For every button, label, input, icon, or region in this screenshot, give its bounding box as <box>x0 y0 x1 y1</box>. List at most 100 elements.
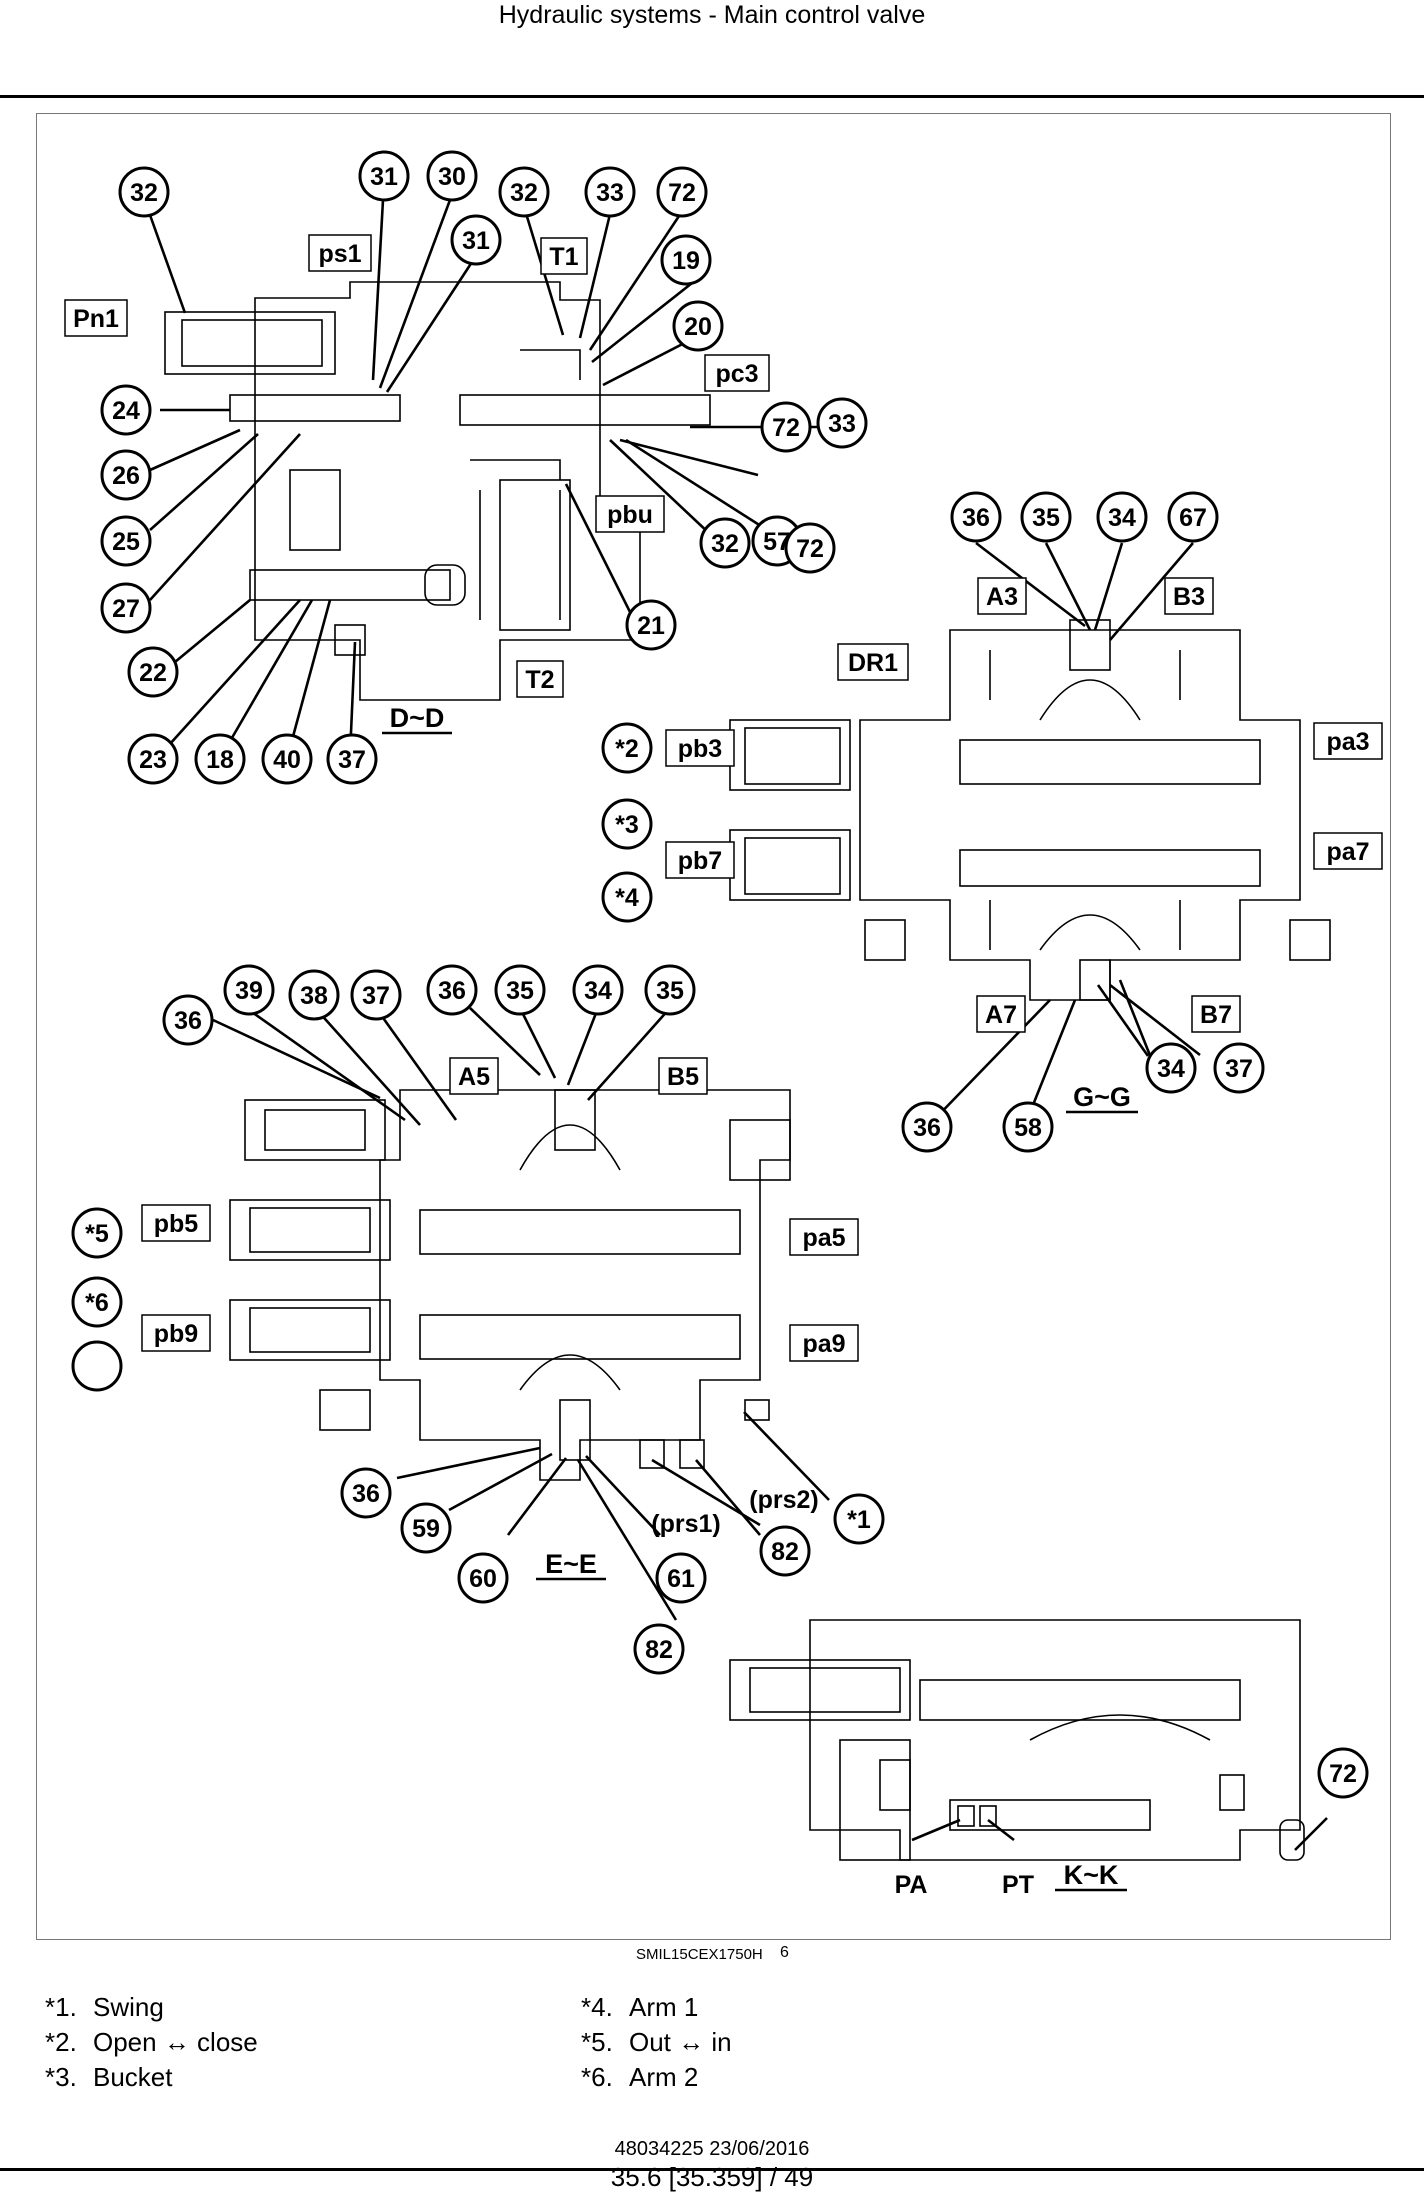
figure-frame <box>36 113 1391 1940</box>
callout-bubble: 36 <box>340 1467 392 1519</box>
callout-bubble: 30 <box>426 150 478 202</box>
legend-text: Out ↔ in <box>629 2027 732 2057</box>
legend-text: Open ↔ close <box>93 2027 258 2057</box>
callout-number: 72 <box>772 414 800 442</box>
callout-bubble: 34 <box>1145 1042 1197 1094</box>
callout-number: 32 <box>130 179 158 207</box>
callout-number: 19 <box>672 247 700 275</box>
legend-text: Arm 1 <box>629 1992 699 2022</box>
callout-number: 37 <box>362 982 390 1010</box>
port-t2: T2 <box>525 666 554 694</box>
callout-number: 30 <box>438 163 466 191</box>
callout-number: 37 <box>1225 1055 1253 1083</box>
port-pa: PA <box>895 1871 928 1899</box>
callout-bubble: 39 <box>223 964 275 1016</box>
callout-number: 20 <box>684 313 712 341</box>
callout-number: 36 <box>962 504 990 532</box>
callout-bubble: 35 <box>494 964 546 1016</box>
callout-number: 40 <box>273 746 301 774</box>
legend-item: *2. Open ↔ close <box>45 2025 258 2060</box>
callout-number: 35 <box>1032 504 1060 532</box>
callout-number: *2 <box>615 735 639 763</box>
callout-number: 31 <box>462 227 490 255</box>
callout-bubble: 37 <box>326 733 378 785</box>
callout-bubble: 31 <box>358 150 410 202</box>
callout-number: 31 <box>370 163 398 191</box>
section-label-layer: D~D G~G E~E K~K <box>382 703 1138 1892</box>
legend-item: *1. Swing <box>45 1990 258 2025</box>
callout-bubble: 32 <box>118 166 170 218</box>
port-b5: B5 <box>667 1063 699 1091</box>
callout-bubble: 23 <box>127 733 179 785</box>
callout-bubble: 19 <box>660 234 712 286</box>
footer-rule <box>0 2168 1424 2171</box>
legend-item: *4.Arm 1 <box>581 1990 732 2025</box>
port-prs1: (prs1) <box>651 1510 720 1538</box>
callout-number: 21 <box>637 612 665 640</box>
callout-bubble: 27 <box>100 582 152 634</box>
callout-bubble: 82 <box>633 1623 685 1675</box>
callout-number: *3 <box>615 811 639 839</box>
callout-bubble: 21 <box>625 599 677 651</box>
legend-num: *2. <box>45 2027 77 2057</box>
callout-bubble: 82 <box>759 1525 811 1577</box>
callout-bubble: 20 <box>672 300 724 352</box>
callout-bubble: 35 <box>1020 491 1072 543</box>
callout-number: 22 <box>139 659 167 687</box>
port-t1: T1 <box>549 243 578 271</box>
port-pbu: pbu <box>607 501 653 529</box>
page-header-title: Hydraulic systems - Main control valve <box>498 1 926 29</box>
callout-bubble: 24 <box>100 384 152 436</box>
section-label-gg: G~G <box>1073 1082 1131 1112</box>
callout-number: 37 <box>338 746 366 774</box>
callout-bubble: 36 <box>901 1101 953 1153</box>
callout-bubble: 34 <box>572 964 624 1016</box>
callout-number: 36 <box>352 1480 380 1508</box>
callout-number: 59 <box>412 1515 440 1543</box>
callout-number: *1 <box>847 1506 871 1534</box>
legend-item: *5. Out ↔ in <box>581 2025 732 2060</box>
port-pa5: pa5 <box>802 1224 845 1252</box>
callout-bubble: 22 <box>127 646 179 698</box>
callout-bubble: 37 <box>350 969 402 1021</box>
callout-bubble: 72 <box>1317 1747 1369 1799</box>
callout-number: *6 <box>85 1289 109 1317</box>
header-rule <box>0 95 1424 98</box>
legend-num: *6. <box>581 2062 613 2092</box>
port-a7: A7 <box>985 1001 1017 1029</box>
callout-number: 36 <box>438 977 466 1005</box>
callout-number: 34 <box>1108 504 1136 532</box>
callout-number: 82 <box>645 1636 673 1664</box>
callout-number: 24 <box>112 397 140 425</box>
callout-bubble: *4 <box>601 871 653 923</box>
callout-number: 39 <box>235 977 263 1005</box>
section-ee-drawing <box>229 1089 791 1481</box>
callout-bubble: *2 <box>601 722 653 774</box>
callout-number: 36 <box>174 1007 202 1035</box>
port-b3: B3 <box>1173 583 1205 611</box>
callout-number: 82 <box>771 1538 799 1566</box>
callout-number: 18 <box>206 746 234 774</box>
callout-bubble: 61 <box>655 1552 707 1604</box>
legend-num: *5. <box>581 2027 613 2057</box>
callout-number: 33 <box>828 410 856 438</box>
callout-bubble: 60 <box>457 1552 509 1604</box>
callout-number: 72 <box>796 535 824 563</box>
port-a5: A5 <box>458 1063 490 1091</box>
legend-right: *4.Arm 1 *5. Out ↔ in *6.Arm 2 <box>581 1990 732 2095</box>
callout-number: 34 <box>1157 1055 1185 1083</box>
callout-bubble: 36 <box>162 994 214 1046</box>
callout-number: 38 <box>300 982 328 1010</box>
callout-bubble: 37 <box>1213 1042 1265 1094</box>
legend-item: *6.Arm 2 <box>581 2060 732 2095</box>
legend-text: Swing <box>93 1992 164 2022</box>
port-pb9: pb9 <box>154 1320 198 1348</box>
port-pb5: pb5 <box>154 1210 199 1238</box>
callout-number: 34 <box>584 977 612 1005</box>
port-pc3: pc3 <box>715 360 758 388</box>
callout-number: 67 <box>1179 504 1207 532</box>
legend-left: *1.Swing *2.Open ↔ close *3.Bucket <box>45 1990 258 2095</box>
callout-number: 61 <box>667 1565 695 1593</box>
section-kk-drawing <box>729 1619 1305 1861</box>
legend-num: *1. <box>45 1992 77 2022</box>
